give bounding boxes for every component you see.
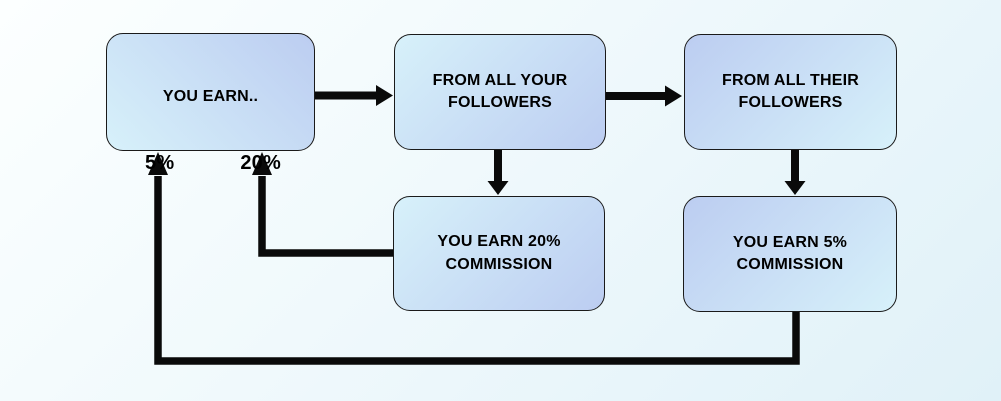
node-commission-5: YOU EARN 5% COMMISSION bbox=[683, 196, 897, 312]
arrow-you-earn-to-your-followers bbox=[315, 85, 393, 106]
arrow-your-followers-to-their-followers bbox=[606, 85, 682, 107]
node-you-earn: YOU EARN.. 5% 20% bbox=[106, 33, 315, 174]
node-you-earn-rates: 5% 20% bbox=[107, 149, 314, 177]
rate-5-percent-label: 5% bbox=[145, 152, 175, 174]
node-from-your-followers: FROM ALL YOUR FOLLOWERS bbox=[394, 34, 606, 150]
node-commission-20-label: YOU EARN 20% COMMISSION bbox=[437, 233, 561, 273]
node-commission-20: YOU EARN 20% COMMISSION bbox=[393, 196, 605, 311]
rate-20-percent-label: 20% bbox=[240, 152, 281, 174]
arrow-their-followers-to-commission-5 bbox=[784, 150, 806, 195]
node-commission-5-label: YOU EARN 5% COMMISSION bbox=[732, 233, 848, 273]
arrow-commission-5-to-you-earn bbox=[148, 152, 800, 365]
arrow-commission-20-to-you-earn bbox=[252, 152, 393, 257]
node-from-their-followers: FROM ALL THEIR FOLLOWERS bbox=[684, 34, 897, 150]
arrow-your-followers-to-commission-20 bbox=[487, 150, 509, 195]
node-from-your-followers-label: FROM ALL YOUR FOLLOWERS bbox=[432, 71, 568, 111]
node-from-their-followers-label: FROM ALL THEIR FOLLOWERS bbox=[721, 71, 859, 111]
node-you-earn-title: YOU EARN.. bbox=[162, 88, 259, 105]
